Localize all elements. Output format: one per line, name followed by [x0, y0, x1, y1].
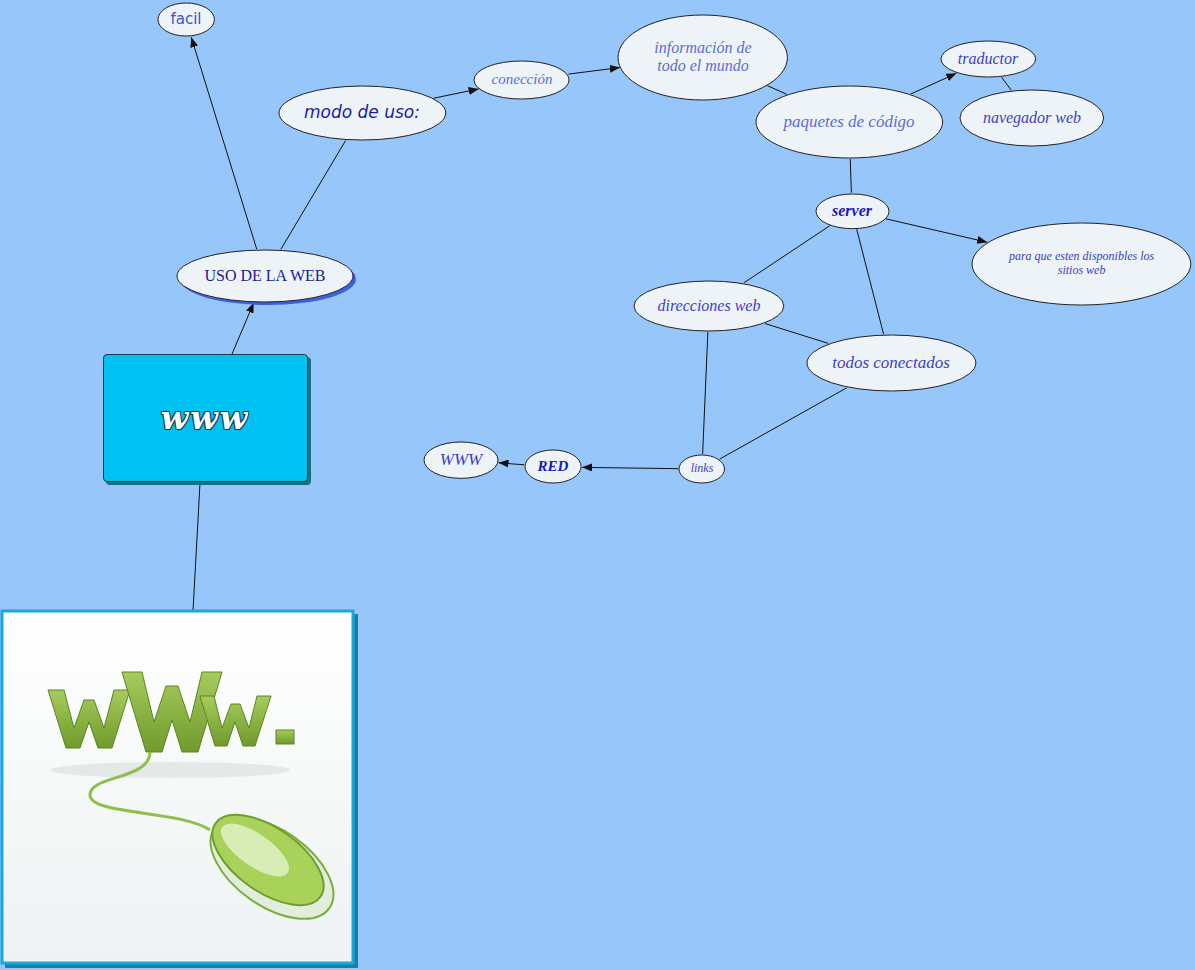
node-label: todos conectados	[832, 353, 950, 373]
node-label: server	[832, 202, 872, 220]
connector-line	[720, 388, 847, 459]
node-label: paquetes de código	[783, 112, 914, 132]
oval-node: todos conectados	[806, 334, 977, 392]
node-label: para que esten disponibles los sitios we…	[1004, 250, 1160, 278]
connector-arrow	[434, 89, 479, 98]
connector-line	[767, 86, 786, 95]
node-label: traductor	[958, 50, 1018, 68]
connector-arrow	[191, 37, 256, 249]
oval-node: para que esten disponibles los sitios we…	[971, 222, 1192, 306]
connector-arrow	[499, 463, 525, 465]
oval-node: RED	[524, 449, 582, 484]
connector-arrow	[568, 68, 620, 75]
node-label: direcciones web	[658, 297, 761, 315]
oval-node: modo de uso:	[278, 85, 447, 141]
node-label: www	[161, 400, 250, 437]
oval-node: WWW	[423, 441, 499, 479]
node-label: USO DE LA WEB	[204, 267, 325, 285]
connector-line	[765, 324, 828, 344]
oval-node: server	[815, 193, 890, 230]
node-label: facil	[170, 11, 201, 28]
connector-line	[193, 483, 200, 611]
oval-node: direcciones web	[633, 280, 785, 332]
connector-line	[744, 226, 830, 283]
node-label: navegador web	[983, 109, 1081, 127]
node-label: modo de uso:	[304, 103, 420, 123]
oval-node: traductor	[940, 40, 1037, 78]
www-letters	[48, 672, 294, 752]
node-label: links	[691, 462, 714, 476]
node-label: RED	[538, 458, 569, 475]
connector-line	[281, 140, 346, 249]
process-box: www	[103, 354, 308, 482]
node-label: WWW	[440, 450, 482, 470]
mouse-cable	[90, 752, 210, 830]
connector-line	[1002, 77, 1012, 90]
oval-node: facil	[157, 2, 215, 37]
connector-arrow	[886, 219, 987, 242]
oval-node: información de todo el mundo	[617, 14, 788, 101]
connector-arrow	[232, 303, 254, 354]
node-label: conección	[492, 71, 553, 88]
main-oval-node: USO DE LA WEB	[176, 249, 354, 303]
connector-line	[703, 332, 708, 454]
mouse-shadow-body	[193, 797, 351, 940]
mouse-body	[197, 797, 339, 923]
image-frame	[2, 611, 353, 963]
oval-node: paquetes de código	[755, 85, 944, 159]
mouse-highlight	[213, 814, 297, 886]
oval-node: conección	[473, 60, 570, 100]
connector-line	[850, 159, 851, 193]
oval-node: links	[678, 454, 725, 484]
connector-arrow	[911, 73, 957, 94]
oval-node: navegador web	[959, 89, 1105, 147]
node-label: información de todo el mundo	[644, 39, 762, 76]
letters-shadow	[50, 762, 290, 778]
connector-line	[857, 229, 884, 334]
connector-arrow	[582, 467, 678, 468]
